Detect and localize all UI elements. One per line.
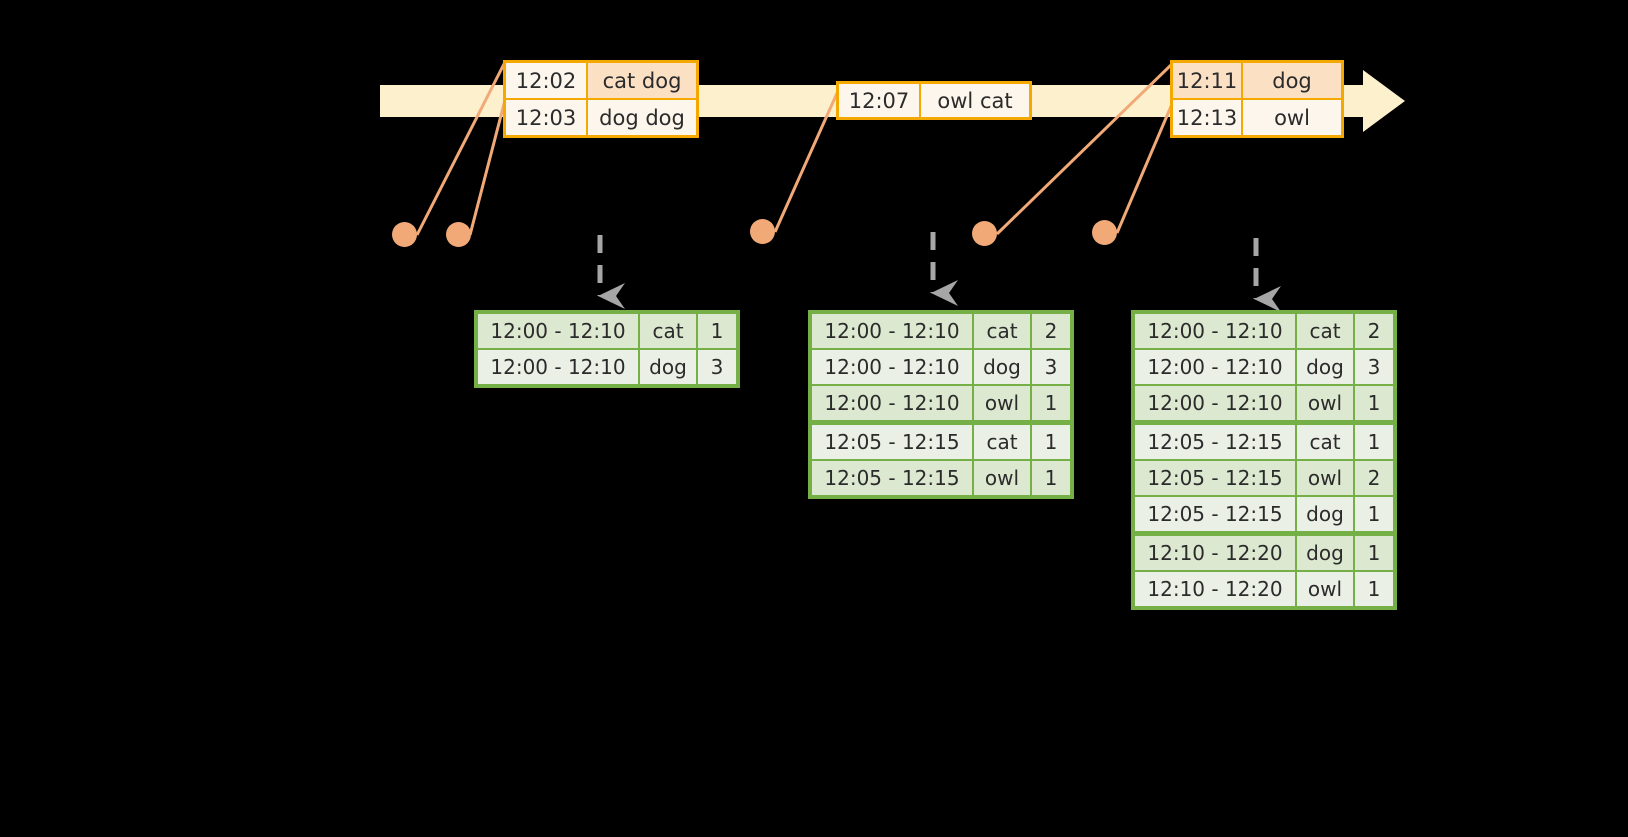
cell-count: 3 [1355, 350, 1393, 384]
cell-word: dog [974, 350, 1030, 384]
event-marker-dot [1092, 220, 1117, 245]
cell-window: 12:00 - 12:10 [1135, 350, 1295, 384]
event-marker-dot [446, 222, 471, 247]
event-row: 12:07 owl cat [839, 84, 1029, 117]
event-words: cat dog [588, 63, 696, 98]
cell-count: 1 [1355, 536, 1393, 570]
cell-count: 1 [1355, 425, 1393, 459]
cell-window: 12:00 - 12:10 [478, 350, 638, 384]
cell-window: 12:00 - 12:10 [812, 386, 972, 420]
cell-count: 1 [1032, 461, 1070, 495]
cell-word: cat [974, 425, 1030, 459]
cell-count: 1 [698, 314, 736, 348]
cell-count: 1 [1032, 425, 1070, 459]
cell-window: 12:00 - 12:10 [478, 314, 638, 348]
cell-word: dog [640, 350, 696, 384]
event-words: owl cat [921, 84, 1029, 117]
cell-window: 12:00 - 12:10 [812, 314, 972, 348]
cell-window: 12:05 - 12:15 [1135, 425, 1295, 459]
cell-count: 1 [1355, 386, 1393, 420]
cell-word: cat [1297, 425, 1353, 459]
event-time: 12:13 [1173, 100, 1243, 135]
cell-word: owl [974, 461, 1030, 495]
event-time: 12:03 [506, 100, 588, 135]
cell-window: 12:00 - 12:10 [1135, 314, 1295, 348]
cell-count: 3 [1032, 350, 1070, 384]
cell-count: 1 [1355, 497, 1393, 531]
event-row: 12:02 cat dog [506, 63, 696, 98]
event-marker-dot [972, 221, 997, 246]
cell-count: 1 [1032, 386, 1070, 420]
cell-window: 12:10 - 12:20 [1135, 572, 1295, 606]
cell-word: dog [1297, 497, 1353, 531]
event-words: dog dog [588, 100, 696, 135]
event-words: dog [1243, 63, 1341, 98]
cell-window: 12:00 - 12:10 [1135, 386, 1295, 420]
event-marker-dot [392, 222, 417, 247]
event-marker-dot [750, 219, 775, 244]
cell-window: 12:10 - 12:20 [1135, 536, 1295, 570]
cell-word: cat [974, 314, 1030, 348]
cell-word: owl [974, 386, 1030, 420]
event-row: 12:13 owl [1173, 98, 1341, 135]
cell-word: dog [1297, 350, 1353, 384]
event-group-1: 12:02 cat dog 12:03 dog dog [503, 60, 699, 138]
event-row: 12:11 dog [1173, 63, 1341, 98]
event-time: 12:07 [839, 84, 921, 117]
timeline-arrowhead [1363, 70, 1405, 132]
cell-word: owl [1297, 572, 1353, 606]
cell-word: dog [1297, 536, 1353, 570]
cell-window: 12:05 - 12:15 [812, 461, 972, 495]
cell-count: 2 [1032, 314, 1070, 348]
event-row: 12:03 dog dog [506, 98, 696, 135]
cell-window: 12:05 - 12:15 [812, 425, 972, 459]
cell-word: owl [1297, 386, 1353, 420]
cell-word: cat [640, 314, 696, 348]
cell-count: 3 [698, 350, 736, 384]
event-group-2: 12:07 owl cat [836, 81, 1032, 120]
event-words: owl [1243, 100, 1341, 135]
event-time: 12:11 [1173, 63, 1243, 98]
cell-count: 2 [1355, 314, 1393, 348]
cell-count: 2 [1355, 461, 1393, 495]
cell-word: owl [1297, 461, 1353, 495]
cell-count: 1 [1355, 572, 1393, 606]
cell-word: cat [1297, 314, 1353, 348]
event-group-3: 12:11 dog 12:13 owl [1170, 60, 1344, 138]
event-time: 12:02 [506, 63, 588, 98]
cell-window: 12:05 - 12:15 [1135, 497, 1295, 531]
cell-window: 12:00 - 12:10 [812, 350, 972, 384]
cell-window: 12:05 - 12:15 [1135, 461, 1295, 495]
